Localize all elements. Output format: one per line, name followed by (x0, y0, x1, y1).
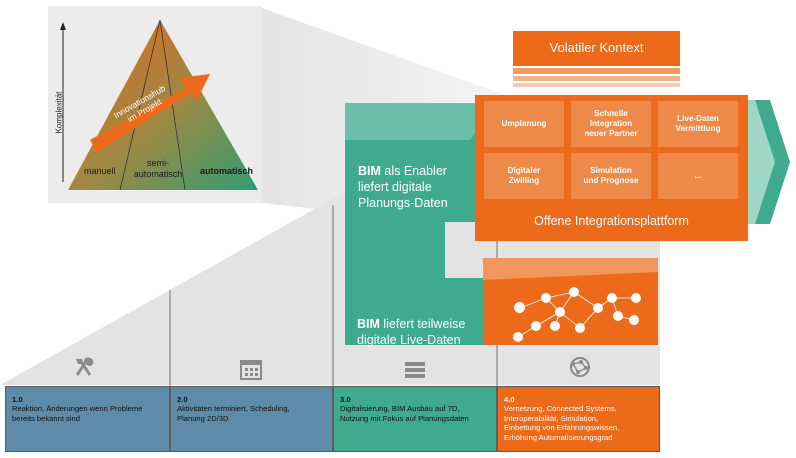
network-node-icon (531, 321, 541, 331)
stage-4-description: Vernetzung, Connected Systems, Interoper… (504, 404, 620, 442)
network-node-icon (613, 311, 623, 321)
stage-1: 1.0 Reaktion, Änderungen wenn Probleme b… (5, 386, 170, 452)
network-node-icon (541, 293, 551, 303)
network-globe-icon (570, 357, 590, 377)
stage-2-description: Aktivitäten terminiert, Scheduling, Plan… (177, 404, 290, 423)
bim-enabler-text: BIM als Enabler liefert digitale Planung… (358, 147, 448, 211)
platform-cell-live-daten: Live-Daten Vermittlung (658, 101, 738, 147)
stage-2-number: 2.0 (177, 395, 188, 404)
pyramid-divider-left (119, 19, 161, 191)
network-node-icon (569, 287, 579, 297)
level-semi-automatisch: semi- automatisch (133, 158, 183, 179)
volatile-stripe-1 (513, 68, 680, 74)
stage-3-number: 3.0 (340, 395, 351, 404)
platform-cell-umplanung: Umplanung (484, 101, 564, 147)
stage-3-description: Digitalisierung, BIM Ausbau auf 7D, Nutz… (340, 404, 469, 423)
network-node-icon (631, 293, 641, 303)
complexity-axis-label: Komplexität (54, 91, 64, 134)
stage-1-number: 1.0 (12, 395, 23, 404)
network-highlight (483, 258, 658, 280)
stage-2: 2.0 Aktivitäten terminiert, Scheduling, … (170, 386, 333, 452)
stage-1-description: Reaktion, Änderungen wenn Probleme berei… (12, 404, 143, 423)
level-automatisch: automatisch (200, 166, 254, 176)
bim-live-text: BIM liefert teilweise digitale Live-Date… (357, 300, 465, 348)
volatile-context-label: Volatiler Kontext (549, 40, 644, 55)
calendar-icon (240, 360, 262, 380)
hammer-wrench-icon (76, 357, 94, 376)
network-node-icon (555, 307, 565, 317)
platform-cell-simulation: Simulation und Prognose (571, 153, 651, 199)
network-node-icon (575, 323, 585, 333)
platform-title: Offene Integrationsplattform (534, 214, 689, 228)
innovation-arrow (90, 74, 210, 152)
volatile-context-bar (513, 31, 680, 66)
level-manuell: manuell (84, 166, 116, 176)
platform-cell-digitaler-zwilling: Digitaler Zwilling (484, 153, 564, 199)
bim-enabler-block (345, 103, 515, 345)
platform-cell-more: ... (658, 153, 738, 199)
stage-3: 3.0 Digitalisierung, BIM Ausbau auf 7D, … (333, 386, 497, 452)
network-node-icon (607, 293, 617, 303)
network-node-icon (629, 315, 639, 325)
network-node-icon (514, 302, 525, 313)
platform-cell-integration: Schnelle Integration neuer Partner (571, 101, 651, 147)
network-node-icon (593, 303, 603, 313)
stage-4-number: 4.0 (504, 395, 515, 404)
stage-4: 4.0 Vernetzung, Connected Systems, Inter… (497, 386, 660, 452)
bim-enabler-bold: BIM (358, 164, 381, 178)
server-icon (405, 362, 425, 378)
bim-live-bold: BIM (357, 317, 380, 331)
pyramid-divider-right (159, 19, 186, 191)
bim-enabler-highlight (345, 103, 500, 140)
volatile-stripe-2 (513, 76, 680, 81)
network-node-icon (513, 332, 523, 342)
network-node-icon (550, 321, 560, 331)
y-axis-arrowhead (60, 22, 66, 30)
bim-live-rest: liefert teilweise digitale Live-Daten (357, 317, 466, 347)
volatile-stripe-3 (513, 83, 680, 87)
bim-enabler-rest: als Enabler liefert digitale Planungs-Da… (358, 164, 448, 210)
